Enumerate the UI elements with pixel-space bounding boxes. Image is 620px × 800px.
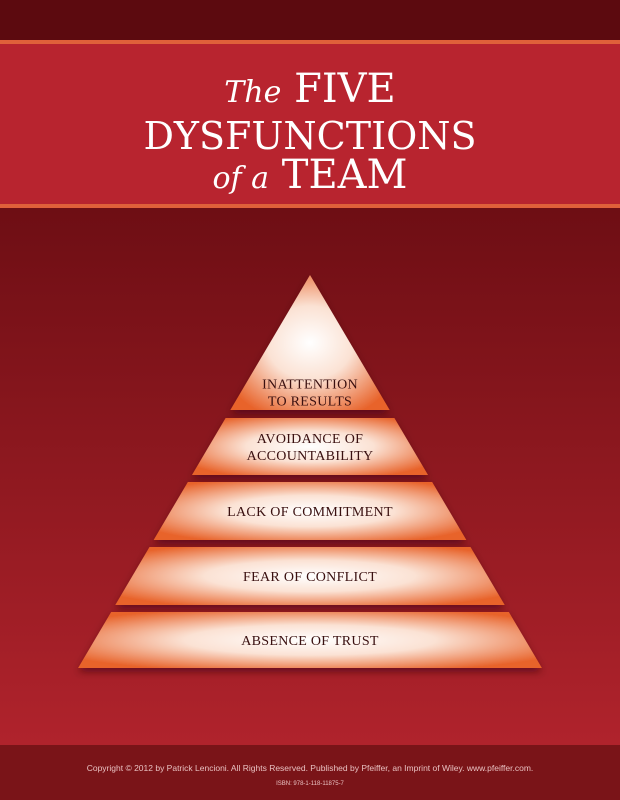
title-band: [0, 44, 620, 204]
pyramid-tier-4: [115, 547, 505, 605]
tier-label: ABSENCE OF TRUST: [241, 634, 379, 649]
accent-line: [0, 40, 620, 44]
footer: Copyright © 2012 by Patrick Lencioni. Al…: [0, 745, 620, 800]
pyramid-tier-5: [78, 612, 542, 668]
title-line-3: of a TEAM: [212, 152, 408, 198]
copyright: Copyright © 2012 by Patrick Lencioni. Al…: [86, 763, 534, 773]
pyramid-tier-2: [192, 418, 428, 475]
tier-label: LACK OF COMMITMENT: [227, 505, 393, 520]
pyramid-tier-1: [230, 275, 390, 410]
isbn: ISBN: 978-1-118-11875-7: [276, 781, 344, 787]
tier-label: TO RESULTS: [268, 395, 352, 410]
title-line-2: DYSFUNCTIONS: [143, 114, 477, 158]
tier-label: AVOIDANCE OF: [257, 432, 363, 447]
tier-label: FEAR OF CONFLICT: [243, 570, 377, 585]
accent-line: [0, 204, 620, 208]
title-line-1: The FIVE: [224, 66, 396, 112]
pyramid-tier-3: [153, 482, 467, 540]
tier-label: INATTENTION: [262, 378, 358, 393]
tier-label: ACCOUNTABILITY: [247, 449, 374, 464]
top-band: [0, 0, 620, 40]
